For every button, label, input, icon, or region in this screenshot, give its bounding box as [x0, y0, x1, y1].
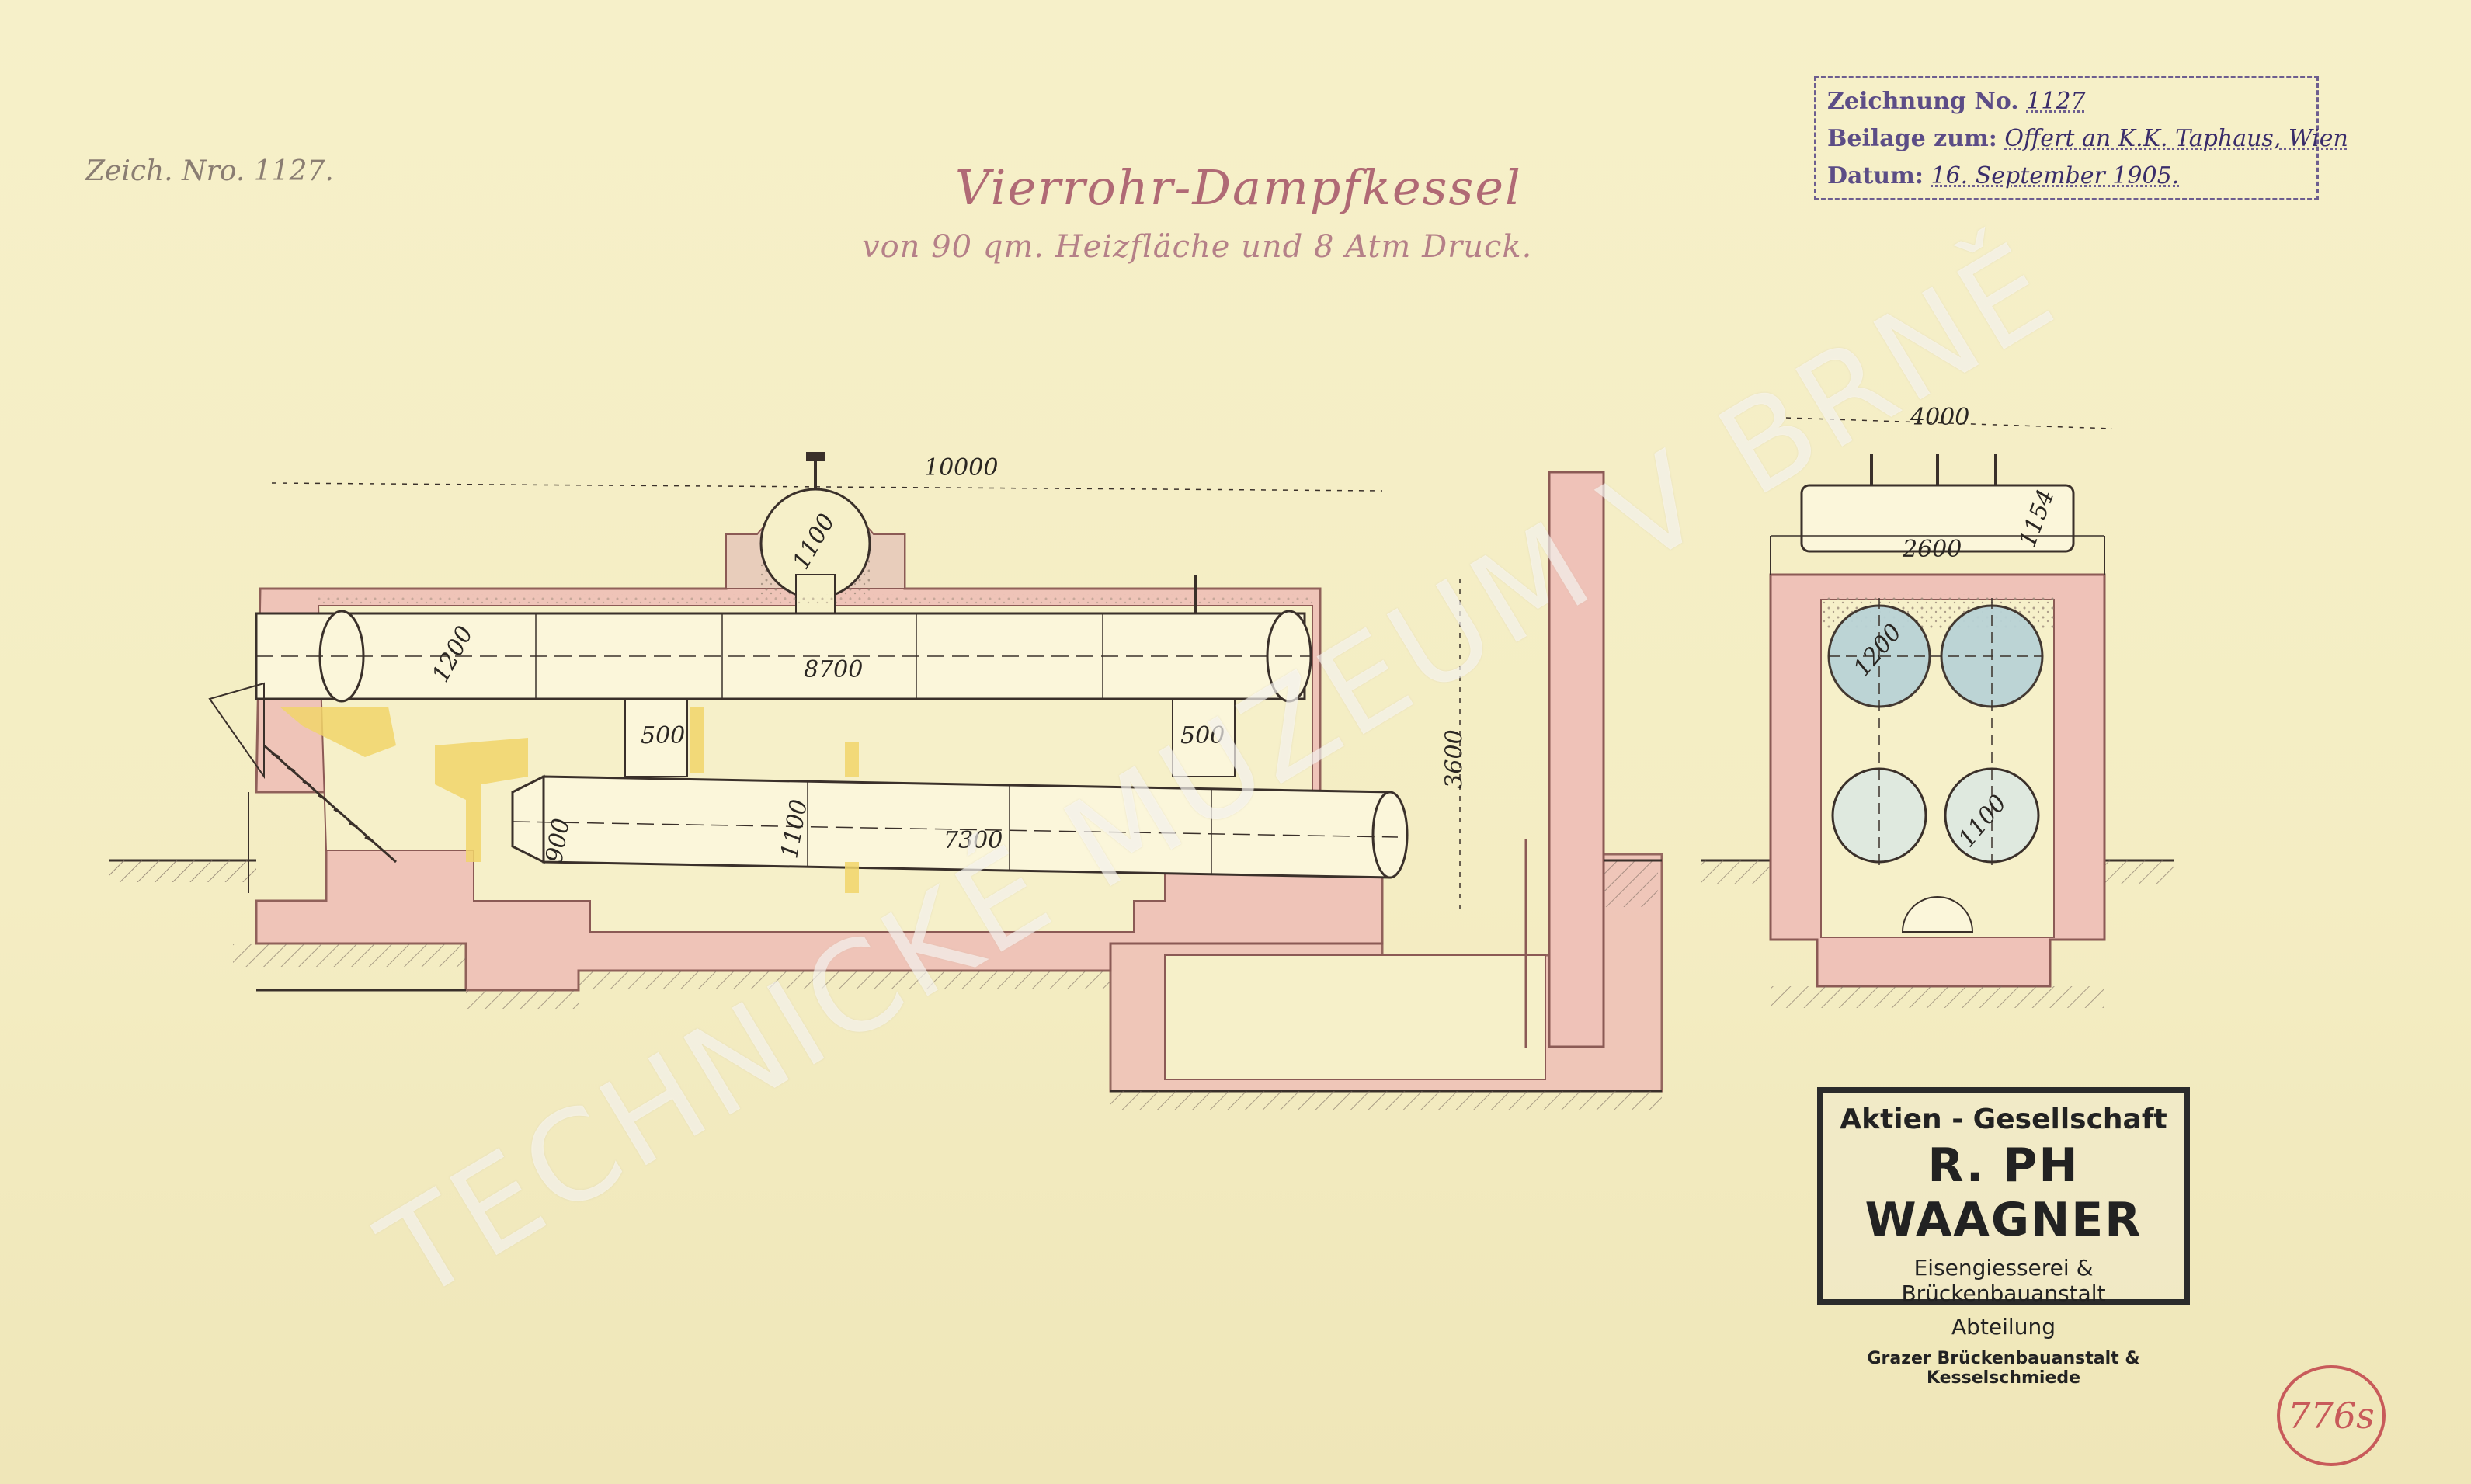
title-block-label: Datum: — [1827, 162, 1924, 189]
title-block-row-date: Datum: 16. September 1905. — [1827, 158, 2306, 195]
company-stamp-line3: Eisengiesserei & Brückenbauanstalt — [1901, 1255, 2106, 1306]
inventory-number: 776s — [2277, 1365, 2386, 1466]
cross-section — [1701, 417, 2174, 1008]
title-block-row-attachment: Beilage zum: Offert an K.K. Taphaus, Wie… — [1827, 120, 2348, 158]
title-block-stamp: Zeichnung No. 1127 Beilage zum: Offert a… — [1814, 76, 2348, 200]
title-block-value: Offert an K.K. Taphaus, Wien — [2004, 125, 2348, 152]
company-stamp: Aktien - Gesellschaft R. PH WAAGNER Eise… — [1817, 1087, 2190, 1388]
title-block-value: 1127 — [2026, 88, 2086, 115]
company-stamp-line4: Abteilung — [1951, 1314, 2056, 1340]
longitudinal-section — [109, 452, 1663, 1110]
company-stamp-line5: Grazer Brückenbauanstalt & Kesselschmied… — [1867, 1349, 2140, 1388]
title-block-value: 16. September 1905. — [1931, 162, 2180, 189]
title-block-row-drawing-no: Zeichnung No. 1127 — [1827, 83, 2306, 120]
company-stamp-line1: Aktien - Gesellschaft — [1840, 1103, 2167, 1135]
company-stamp-name: R. PH WAAGNER — [1865, 1138, 2143, 1247]
title-block-label: Zeichnung No. — [1827, 88, 2019, 115]
title-block-label: Beilage zum: — [1827, 125, 1997, 152]
